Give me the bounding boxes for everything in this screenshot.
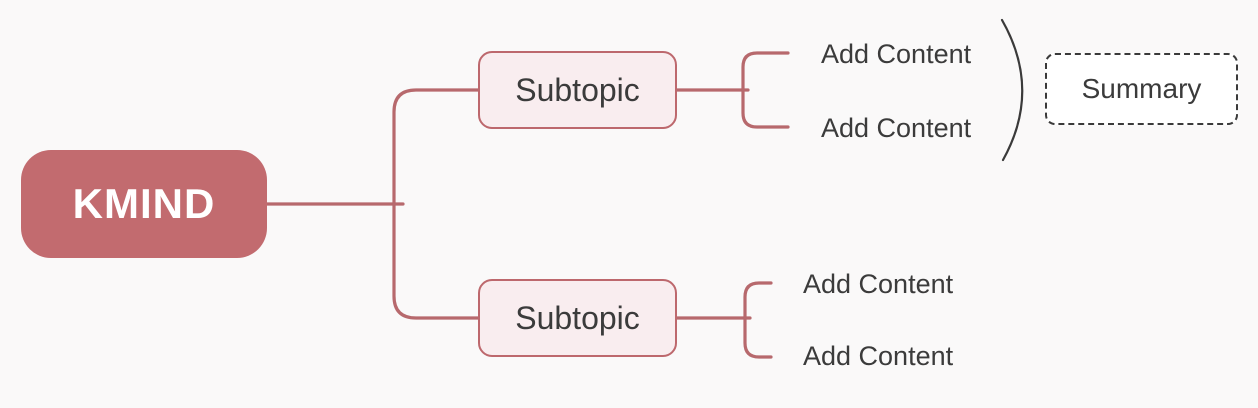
subtopic-2-label: Subtopic bbox=[515, 299, 640, 336]
add-content-label: Add Content bbox=[821, 113, 972, 143]
subtopic-2-node[interactable]: Subtopic bbox=[478, 279, 677, 357]
add-content-placeholder-2a[interactable]: Add Content bbox=[803, 270, 953, 298]
root-topic-node[interactable]: KMIND bbox=[21, 150, 267, 258]
subtopic-2-children-connector bbox=[743, 281, 773, 359]
root-branch-connector bbox=[392, 88, 480, 320]
add-content-placeholder-1b[interactable]: Add Content bbox=[821, 114, 971, 142]
root-topic-label: KMIND bbox=[72, 180, 216, 227]
subtopic-1-children-connector bbox=[741, 51, 790, 129]
add-content-label: Add Content bbox=[803, 341, 954, 371]
subtopic-1-label: Subtopic bbox=[515, 71, 640, 108]
subtopic-1-node[interactable]: Subtopic bbox=[478, 51, 677, 129]
add-content-placeholder-1a[interactable]: Add Content bbox=[821, 40, 971, 68]
add-content-label: Add Content bbox=[803, 269, 954, 299]
summary-brace bbox=[1000, 18, 1024, 162]
summary-node[interactable]: Summary bbox=[1045, 53, 1238, 125]
add-content-label: Add Content bbox=[821, 39, 972, 69]
add-content-placeholder-2b[interactable]: Add Content bbox=[803, 342, 953, 370]
summary-label: Summary bbox=[1081, 73, 1202, 104]
